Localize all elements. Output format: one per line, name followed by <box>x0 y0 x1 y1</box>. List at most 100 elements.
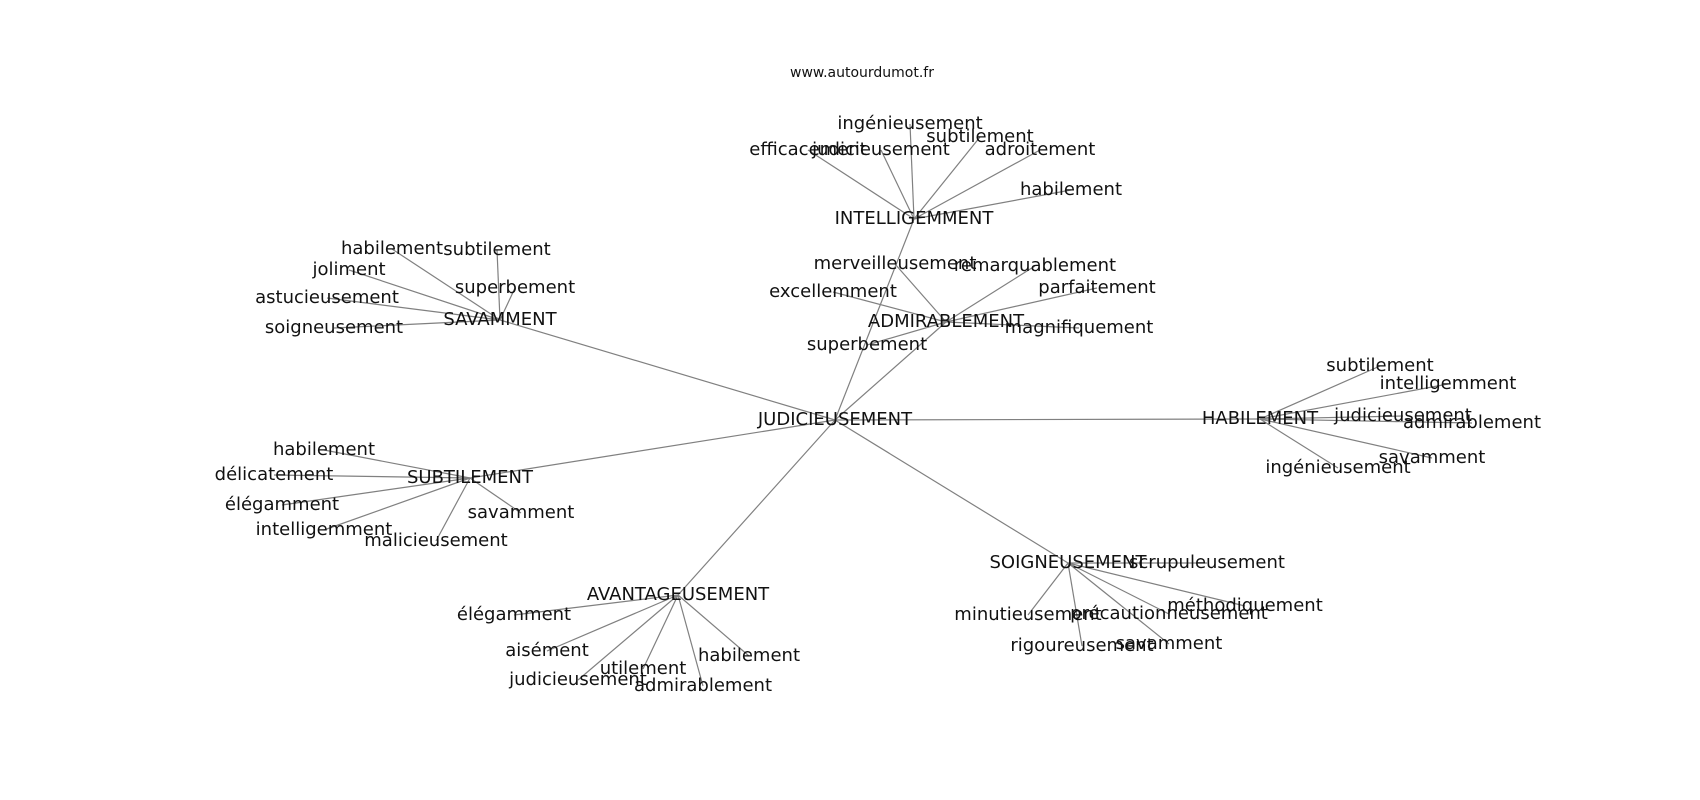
edge-habilement-leaf <box>1259 418 1433 459</box>
leaf-node[interactable]: habilement <box>698 645 800 666</box>
leaf-node[interactable]: habilement <box>273 439 375 460</box>
leaf-node[interactable]: soigneusement <box>265 317 403 338</box>
edge-habilement-leaf <box>1259 418 1473 424</box>
edge-subtilement-leaf <box>323 477 471 531</box>
edge-habilement-leaf <box>1259 365 1381 420</box>
edge-admirablement-leaf <box>945 265 1036 323</box>
edge-savamment-leaf <box>348 269 501 321</box>
hub-node-avantageusement[interactable]: AVANTAGEUSEMENT <box>587 584 770 605</box>
hub-node-admirablement[interactable]: ADMIRABLEMENT <box>868 311 1025 332</box>
edge-center-savamment <box>499 319 836 421</box>
edge-center-admirablement <box>834 321 947 421</box>
edge-avantageusement-leaf <box>677 594 704 687</box>
leaf-node[interactable]: subtilement <box>443 239 550 260</box>
leaf-node[interactable]: minutieusement <box>954 604 1101 625</box>
leaf-node[interactable]: excellemment <box>769 281 897 302</box>
edge-admirablement-leaf <box>832 291 947 323</box>
edge-avantageusement-leaf <box>642 594 679 670</box>
hub-node-intelligemment[interactable]: INTELLIGEMMENT <box>835 208 995 229</box>
leaf-node[interactable]: remarquablement <box>954 255 1116 276</box>
leaf-node[interactable]: judicieusement <box>811 139 950 160</box>
leaf-node[interactable]: habilement <box>341 238 443 259</box>
leaf-node[interactable]: joliment <box>311 259 385 280</box>
edge-center-intelligemment <box>834 218 915 421</box>
leaf-node[interactable]: savamment <box>1116 633 1223 654</box>
edge-habilement-leaf <box>1259 383 1449 420</box>
leaf-node[interactable]: rigoureusement <box>1010 635 1153 656</box>
edge-avantageusement-leaf <box>546 594 679 652</box>
edge-habilement-leaf <box>1259 418 1339 469</box>
leaf-node[interactable]: magnifiquement <box>1005 317 1154 338</box>
leaf-node[interactable]: malicieusement <box>364 530 507 551</box>
edge-admirablement-leaf <box>894 263 947 323</box>
leaf-node[interactable]: efficacement <box>749 139 866 160</box>
source-caption: www.autourdumot.fr <box>790 65 934 81</box>
leaf-node[interactable]: merveilleusement <box>814 253 977 274</box>
edge-subtilement-leaf <box>273 474 471 479</box>
hub-node-subtilement[interactable]: SUBTILEMENT <box>407 467 534 488</box>
edge-savamment-leaf <box>326 297 501 321</box>
leaf-node[interactable]: ingénieusement <box>1265 457 1410 478</box>
edge-savamment-leaf <box>496 249 501 321</box>
edge-habilement-leaf <box>1259 415 1404 420</box>
edge-center-soigneusement <box>834 419 1069 564</box>
edge-soigneusement-leaf <box>1067 562 1170 615</box>
edge-admirablement-leaf <box>945 321 1080 329</box>
edge-savamment-leaf <box>391 248 501 321</box>
edge-soigneusement-leaf <box>1067 562 1246 607</box>
leaf-node[interactable]: admirablement <box>1403 412 1541 433</box>
edge-subtilement-leaf <box>323 449 471 479</box>
edge-intelligemment-leaf <box>807 149 915 220</box>
leaf-node[interactable]: intelligemment <box>1380 373 1517 394</box>
leaf-node[interactable]: subtilement <box>1326 355 1433 376</box>
edge-intelligemment-leaf <box>913 189 1072 220</box>
edge-intelligemment-leaf <box>880 149 915 220</box>
edge-soigneusement-leaf <box>1067 562 1083 647</box>
edge-center-habilement <box>834 418 1261 421</box>
edge-subtilement-leaf <box>435 477 471 542</box>
edge-savamment-leaf <box>333 319 501 329</box>
edge-savamment-leaf <box>499 287 516 321</box>
leaf-node[interactable]: judicieusement <box>508 669 647 690</box>
leaf-node[interactable]: élégamment <box>457 604 571 625</box>
edge-avantageusement-leaf <box>577 594 679 681</box>
leaf-node[interactable]: subtilement <box>926 126 1033 147</box>
leaf-node[interactable]: adroitement <box>985 139 1096 160</box>
leaf-node[interactable]: délicatement <box>215 464 334 485</box>
hub-node-habilement[interactable]: HABILEMENT <box>1202 408 1319 429</box>
edge-center-subtilement <box>469 419 836 479</box>
leaf-node[interactable]: méthodiquement <box>1167 595 1323 616</box>
edge-soigneusement-leaf <box>1027 562 1069 616</box>
leaf-node[interactable]: judicieusement <box>1333 405 1472 426</box>
center-node[interactable]: JUDICIEUSEMENT <box>757 409 913 430</box>
leaf-node[interactable]: superbement <box>455 277 575 298</box>
edge-intelligemment-leaf <box>913 149 1041 220</box>
leaf-node[interactable]: ingénieusement <box>837 113 982 134</box>
leaf-node[interactable]: astucieusement <box>255 287 399 308</box>
edge-avantageusement-leaf <box>677 594 750 657</box>
leaf-node[interactable]: précautionneusement <box>1070 603 1268 624</box>
leaf-node[interactable]: utilement <box>600 658 687 679</box>
edge-soigneusement-leaf <box>1067 562 1170 645</box>
edge-admirablement-leaf <box>945 287 1098 323</box>
leaf-node[interactable]: scrupuleusement <box>1129 552 1285 573</box>
hub-node-soigneusement[interactable]: SOIGNEUSEMENT <box>989 552 1147 573</box>
leaf-node[interactable]: savamment <box>468 502 575 523</box>
leaf-node[interactable]: intelligemment <box>256 519 393 540</box>
edge-subtilement-leaf <box>281 477 471 506</box>
leaf-node[interactable]: savamment <box>1379 447 1486 468</box>
edge-avantageusement-leaf <box>513 594 679 616</box>
leaf-node[interactable]: aisément <box>505 640 589 661</box>
leaf-node[interactable]: élégamment <box>225 494 339 515</box>
hub-node-savamment[interactable]: SAVAMMENT <box>443 309 557 330</box>
leaf-node[interactable]: admirablement <box>634 675 772 696</box>
leaf-node[interactable]: habilement <box>1020 179 1122 200</box>
edge-center-avantageusement <box>677 419 836 596</box>
edge-admirablement-leaf <box>866 321 947 346</box>
leaf-node[interactable]: superbement <box>807 334 927 355</box>
leaf-node[interactable]: parfaitement <box>1038 277 1155 298</box>
edge-intelligemment-leaf <box>909 123 915 220</box>
edge-subtilement-leaf <box>469 477 522 514</box>
